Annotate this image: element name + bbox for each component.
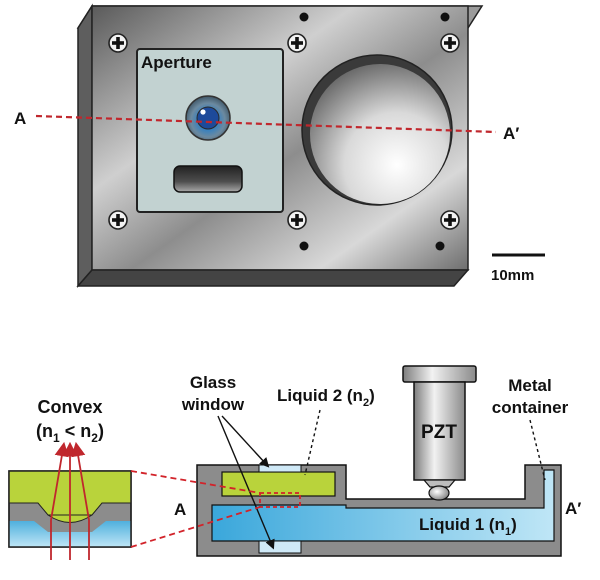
aperture-label: Aperture	[141, 53, 212, 72]
scale-bar-label: 10mm	[491, 267, 534, 284]
section-start-label: A	[14, 109, 26, 128]
circular-recess	[301, 54, 453, 206]
inset-leader-bottom	[130, 506, 261, 548]
pzt-label: PZT	[421, 422, 457, 443]
section-line	[35, 114, 497, 134]
mount-hole-icon	[299, 12, 450, 251]
liquid-1-label: Liquid 1 (n1)	[419, 515, 517, 538]
glass-window-label-line2: window	[181, 395, 245, 414]
light-rays	[50, 441, 90, 560]
glass-window-top	[258, 464, 302, 473]
metal-container-label-line1: Metal	[508, 376, 551, 395]
interface-region	[259, 492, 301, 508]
cross-section: PZT A A′ Glass window Liquid 2 (n2) Liqu…	[174, 365, 581, 557]
glass-window-label-line1: Glass	[190, 373, 236, 392]
convex-inset: Convex (n1 < n2)	[8, 397, 261, 560]
liquid-2-channel	[221, 471, 336, 497]
liquid-1-channel	[211, 469, 555, 542]
top-view: A A′ Aperture 10mm	[14, 3, 545, 288]
slot	[173, 165, 243, 193]
section-end-label: A′	[503, 124, 519, 143]
inset-leader-top	[130, 470, 261, 494]
liquid-2-pointer	[304, 409, 321, 476]
glass-window-pointer-top	[221, 415, 270, 468]
inset-title-line2: (n1 < n2)	[36, 421, 104, 445]
scale-bar: 10mm	[491, 253, 545, 284]
glass-window-pointer-bottom	[217, 415, 275, 550]
aperture-window	[136, 48, 284, 213]
pzt-actuator: PZT	[402, 365, 477, 501]
metal-container-pointer	[529, 419, 546, 481]
aperture	[185, 95, 231, 141]
cross-section-left-label: A	[174, 500, 186, 519]
cross-section-right-label: A′	[565, 499, 581, 518]
inset-title-line1: Convex	[37, 397, 102, 417]
liquid-2-label: Liquid 2 (n2)	[277, 386, 375, 409]
glass-window-bottom	[258, 540, 302, 554]
metal-container-label-line2: container	[492, 398, 569, 417]
